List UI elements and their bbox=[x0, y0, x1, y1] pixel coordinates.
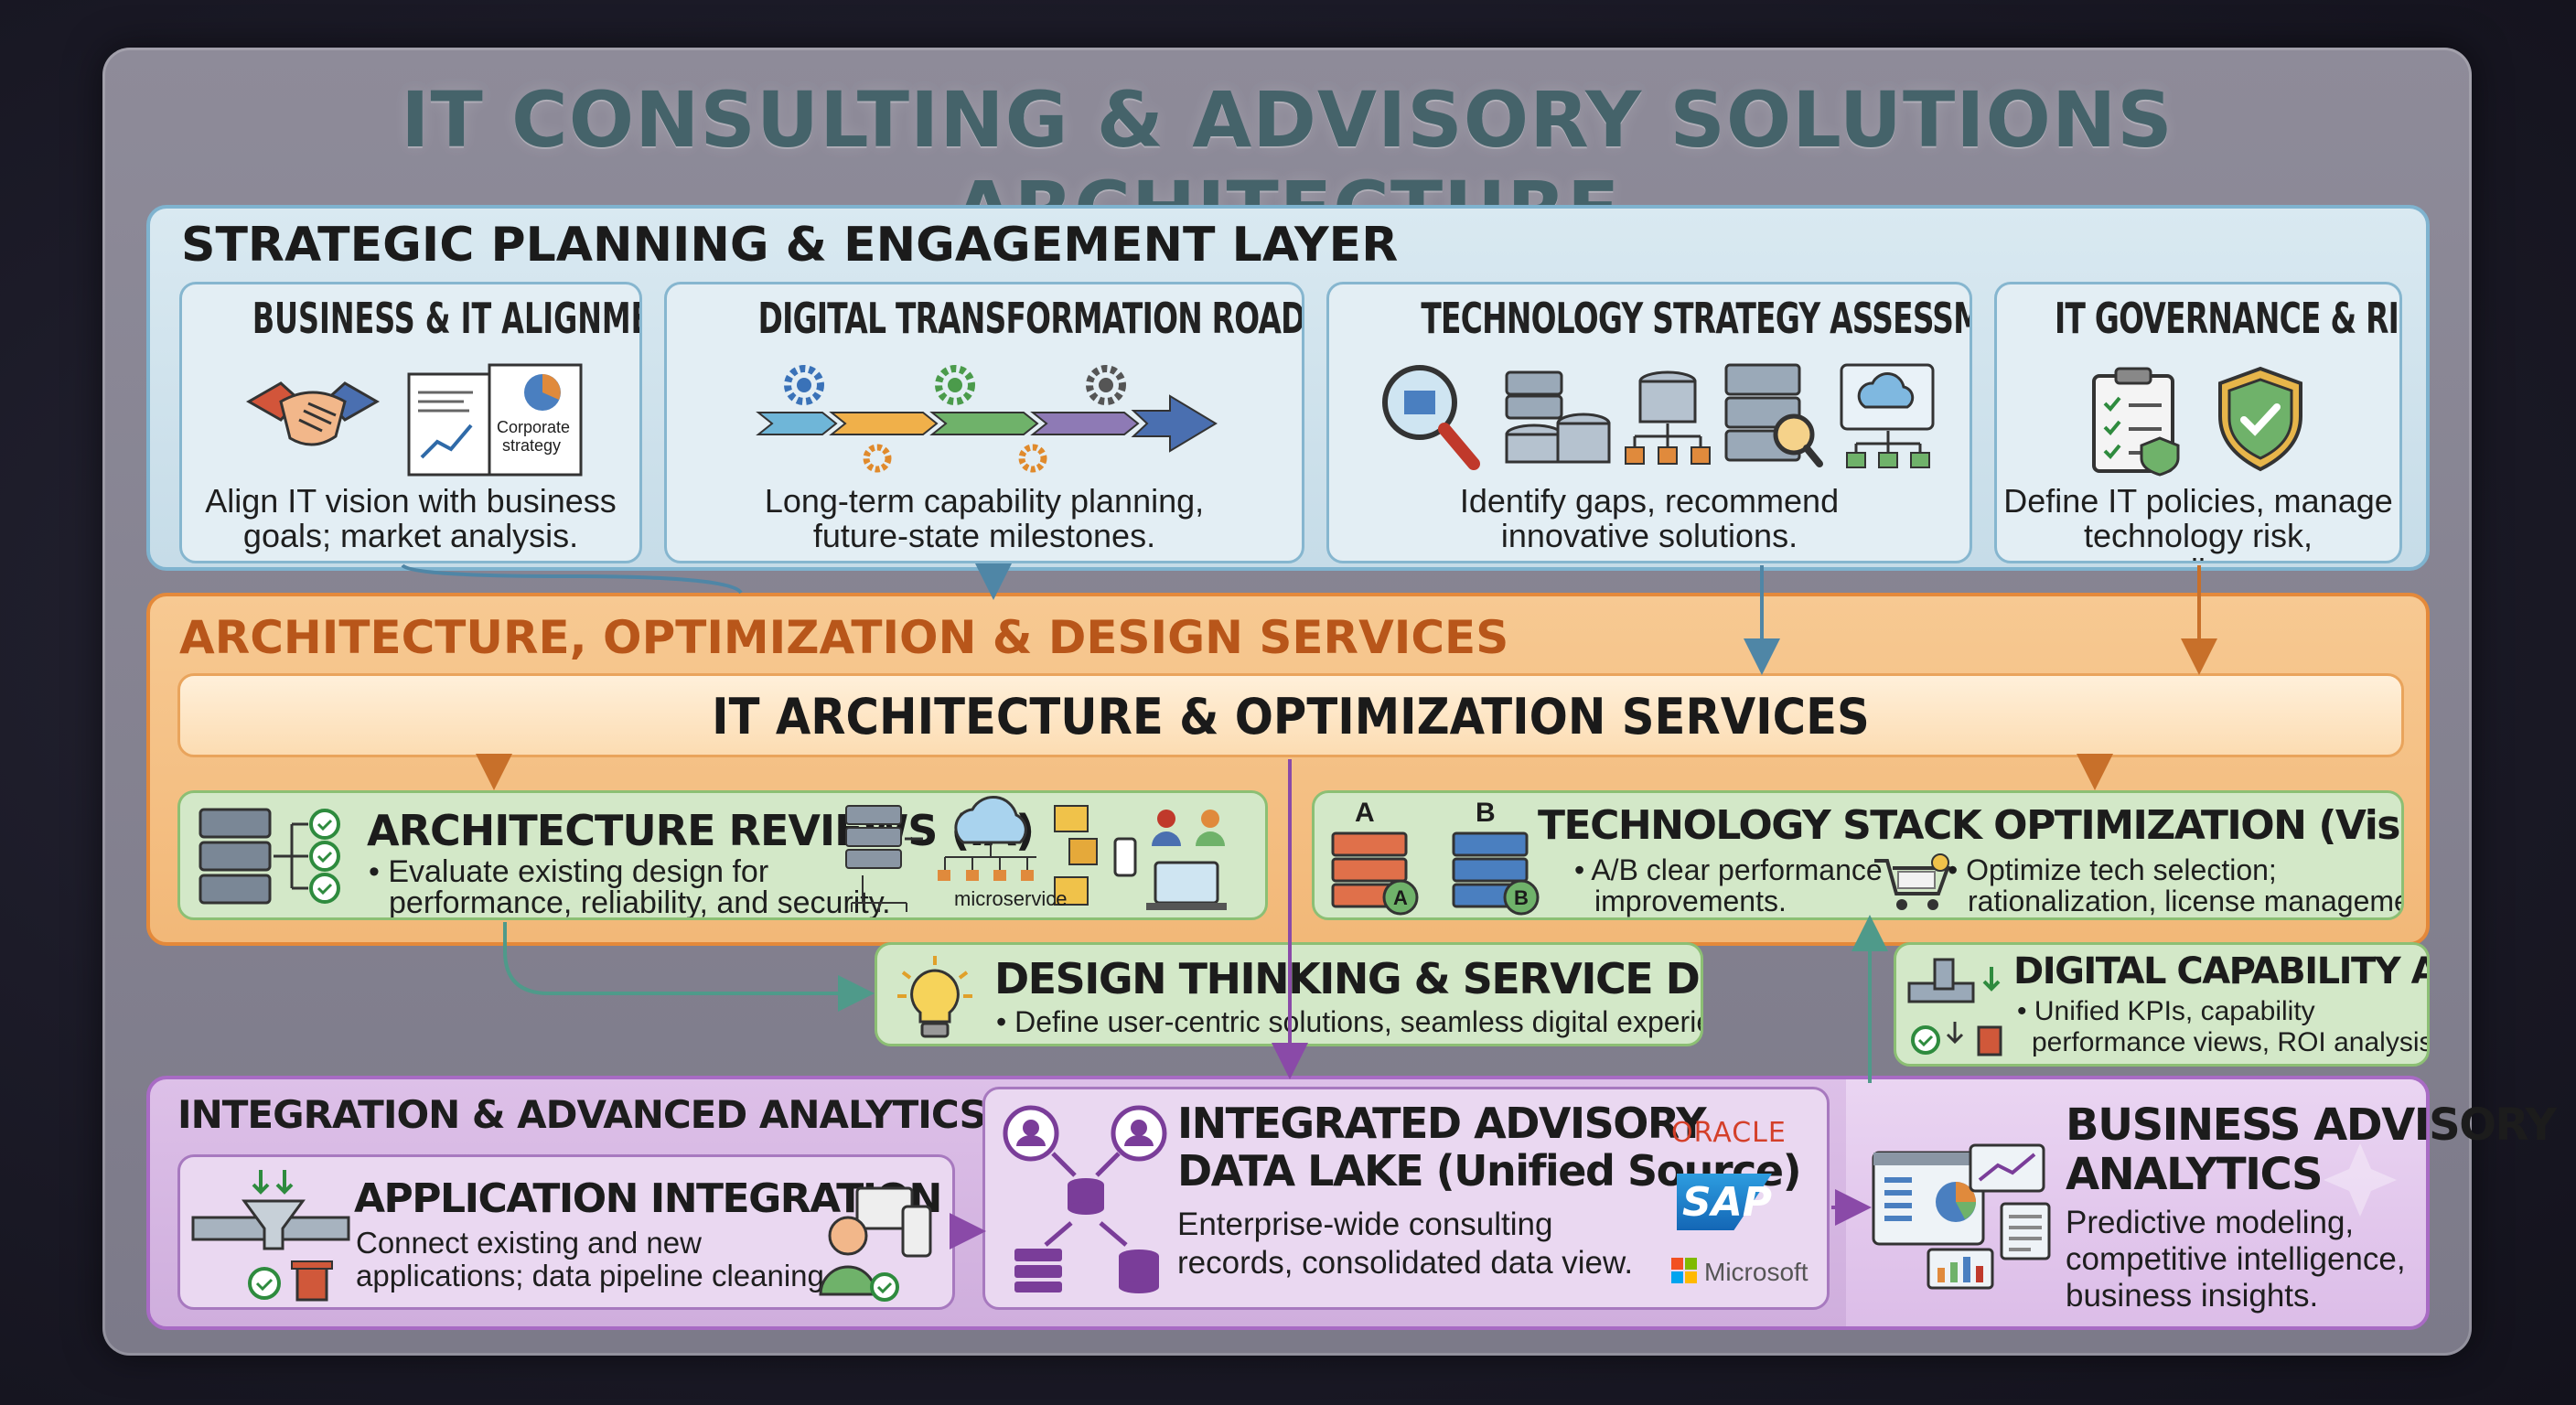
database-network-icon bbox=[1625, 370, 1711, 465]
capability-line2: performance views, ROI analysis. bbox=[2032, 1027, 2430, 1057]
stack-left-line1: • A/B clear performance bbox=[1574, 853, 1883, 886]
oracle-logo: ORACLE bbox=[1671, 1117, 1787, 1149]
sap-logo-text: SAP bbox=[1682, 1179, 1772, 1226]
capability-line1: • Unified KPIs, capability bbox=[2017, 996, 2315, 1026]
handshake-icon bbox=[245, 381, 381, 446]
data-lake-title-line1: INTEGRATED ADVISORY bbox=[1177, 1099, 1707, 1148]
shopping-cart-icon bbox=[1874, 853, 1950, 910]
server-check-icon bbox=[199, 808, 340, 905]
design-thinking-line1: • Define user-centric solutions, seamles… bbox=[996, 1005, 1701, 1038]
stack-right-line1: • Optimize tech selection; bbox=[1948, 853, 2277, 886]
filter-pipeline-icon bbox=[191, 1170, 350, 1302]
card-desc-line2: goals; market analysis. bbox=[242, 517, 579, 554]
architecture-reviews-line1: • Evaluate existing design for bbox=[369, 854, 769, 889]
card-desc-line1: Long-term capability planning, bbox=[764, 482, 1205, 520]
variant-b-label: B bbox=[1476, 798, 1496, 828]
card-desc-line1: Align IT vision with business bbox=[205, 482, 617, 520]
architecture-reviews-card: ARCHITECTURE REVIEWS (IA) • Evaluate exi… bbox=[177, 790, 1268, 920]
cloud-network-icon bbox=[1840, 363, 1935, 468]
card-desc-line2: technology risk, compliance. bbox=[2083, 517, 2313, 562]
architecture-services-banner bbox=[177, 673, 2404, 757]
microsoft-logo: Microsoft bbox=[1704, 1258, 1809, 1286]
analytics-title-line2: ANALYTICS bbox=[2066, 1149, 2324, 1200]
card-desc-line2: innovative solutions. bbox=[1500, 517, 1798, 554]
integrated-data-lake-card: INTEGRATED ADVISORY DATA LAKE (Unified S… bbox=[982, 1087, 1830, 1310]
analytics-title-line1: BUSINESS ADVISORY bbox=[2066, 1099, 2557, 1151]
variant-a-label: A bbox=[1355, 798, 1375, 828]
microservice-architecture-icon bbox=[845, 795, 1227, 912]
card-desc-line2: future-state milestones. bbox=[812, 517, 1156, 554]
integration-layer-title: INTEGRATION & ADVANCED ANALYTICS LAYER bbox=[177, 1092, 1129, 1137]
strategy-document-icon bbox=[407, 363, 583, 477]
stack-right-line2: rationalization, license management. bbox=[1968, 885, 2404, 917]
database-stack-icon bbox=[1505, 370, 1611, 464]
svg-text:A: A bbox=[1393, 886, 1408, 909]
analytics-line1: Predictive modeling, bbox=[2066, 1205, 2355, 1240]
user-devices-icon bbox=[819, 1186, 932, 1302]
digital-capability-analytics-card: DIGITAL CAPABILITY ANALYTICS • Unified K… bbox=[1894, 942, 2430, 1067]
architecture-layer-title: ARCHITECTURE, OPTIMIZATION & DESIGN SERV… bbox=[179, 611, 1509, 664]
analytics-line3: business insights. bbox=[2066, 1278, 2319, 1314]
data-hub-icon bbox=[1003, 1105, 1167, 1293]
roadmap-arrow-icon bbox=[756, 365, 1218, 473]
stack-left-line2: improvements. bbox=[1594, 885, 1787, 917]
shield-check-icon bbox=[2218, 366, 2302, 472]
etl-line2: applications; data pipeline cleaning. bbox=[356, 1259, 833, 1292]
microservice-label: microservice bbox=[954, 887, 1068, 910]
digital-transformation-roadmap-card: DIGITAL TRANSFORMATION ROADMAP Long-term… bbox=[664, 282, 1304, 563]
it-governance-risk-card: IT GOVERNANCE & RISK Define IT policies,… bbox=[1994, 282, 2402, 563]
connector-reviews-to-design bbox=[503, 922, 875, 1012]
analytics-line2: competitive intelligence, bbox=[2066, 1241, 2406, 1277]
checklist-icon bbox=[2092, 367, 2180, 477]
pipeline-analytics-icon bbox=[1907, 958, 2002, 1056]
card-desc-line1: Identify gaps, recommend bbox=[1459, 482, 1840, 520]
architecture-reviews-line2: performance, reliability, and security. bbox=[389, 885, 891, 920]
connector-alignment-to-roadmap bbox=[401, 563, 743, 595]
etl-title: APPLICATION INTEGRATION & ETL bbox=[354, 1175, 952, 1222]
business-it-alignment-card: BUSINESS & IT ALIGNMENT Corporate strate… bbox=[179, 282, 642, 563]
technology-strategy-assessment-card: TECHNOLOGY STRATEGY ASSESSMENT Identif bbox=[1326, 282, 1972, 563]
card-desc-line1: Define IT policies, manage bbox=[2003, 482, 2393, 520]
banner-title: IT ARCHITECTURE & OPTIMIZATION SERVICES bbox=[712, 688, 1870, 745]
design-thinking-title: DESIGN THINKING & SERVICE DESIGN bbox=[994, 954, 1701, 1003]
server-search-icon bbox=[1724, 363, 1823, 467]
doc-label-line2: strategy bbox=[502, 436, 562, 455]
etl-line1: Connect existing and new bbox=[356, 1226, 702, 1260]
lightbulb-icon bbox=[897, 956, 972, 1038]
data-lake-line2: records, consolidated data view. bbox=[1177, 1245, 1634, 1281]
data-lake-line1: Enterprise-wide consulting bbox=[1177, 1207, 1553, 1242]
microsoft-logo-grid bbox=[1671, 1258, 1697, 1283]
analytics-dashboard-icon bbox=[1872, 1143, 2051, 1290]
magnifier-icon bbox=[1382, 365, 1480, 470]
sparkle-icon bbox=[2324, 1143, 2397, 1217]
technology-stack-title: TECHNOLOGY STACK OPTIMIZATION (Visual & … bbox=[1538, 802, 2401, 849]
capability-analytics-title: DIGITAL CAPABILITY ANALYTICS bbox=[2013, 950, 2427, 992]
strategic-layer-title: STRATEGIC PLANNING & ENGAGEMENT LAYER bbox=[181, 218, 1399, 273]
architecture-reviews-title: ARCHITECTURE REVIEWS (IA) bbox=[367, 806, 1035, 855]
doc-label-line1: Corporate bbox=[497, 418, 571, 436]
ab-server-comparison-icon: A B bbox=[1331, 831, 1540, 916]
svg-text:B: B bbox=[1514, 886, 1529, 909]
